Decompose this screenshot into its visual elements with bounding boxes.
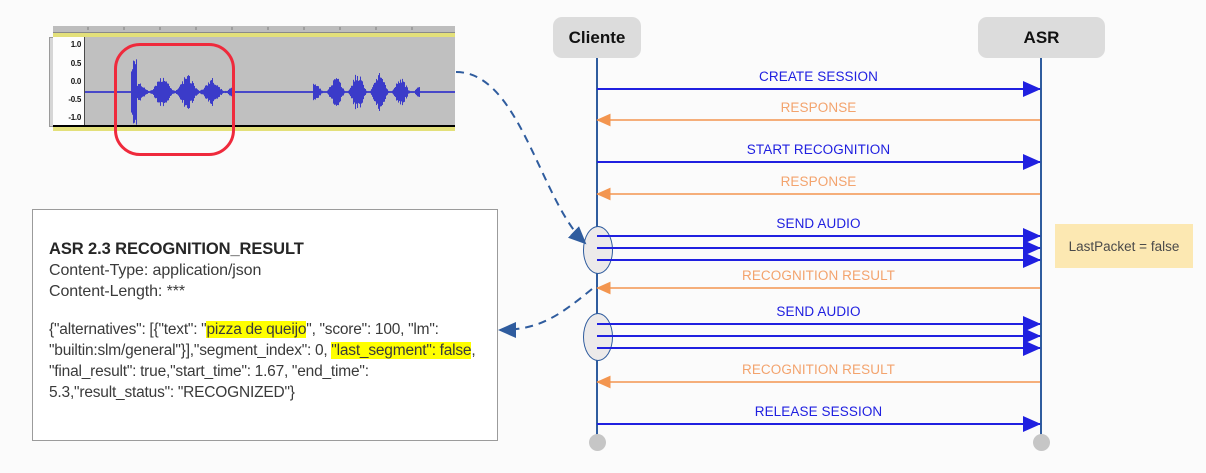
- message-label: RELEASE SESSION: [754, 404, 883, 419]
- y-tick-3: 0.0: [70, 77, 82, 86]
- waveform-timeline-ruler[interactable]: [53, 26, 455, 33]
- json-text-2: ", "score": 100, "lm": "builtin:slm/gene…: [49, 321, 439, 360]
- message-label: RECOGNITION RESULT: [741, 268, 896, 283]
- y-tick-2: 0.5: [70, 59, 82, 68]
- note-content-length: Content-Length: ***: [49, 283, 185, 301]
- message-label: START RECOGNITION: [746, 142, 891, 157]
- lifeline-asr: [1040, 58, 1042, 438]
- message-label: SEND AUDIO: [776, 304, 861, 319]
- json-highlight-1: pizza de queijo: [206, 321, 307, 339]
- recognition-result-note: ASR 2.3 RECOGNITION_RESULT Content-Type:…: [32, 209, 498, 441]
- y-tick-4: -0.5: [68, 95, 81, 104]
- lifeline-end-cliente: [589, 434, 606, 451]
- json-highlight-3: "last_segment": false: [331, 342, 472, 360]
- waveform-top-band: [53, 33, 455, 37]
- actor-cliente[interactable]: Cliente: [553, 17, 641, 58]
- waveform-selection-region[interactable]: [114, 43, 235, 156]
- message-label: SEND AUDIO: [776, 216, 861, 231]
- audio-stream-marker-1: [583, 226, 613, 274]
- y-tick-1: 1.0: [70, 40, 82, 49]
- ruler-ticks-icon: [87, 27, 413, 30]
- audio-waveform-panel[interactable]: 1.0 0.5 0.0 -0.5 -1.0: [49, 26, 455, 156]
- audio-stream-marker-2: [583, 313, 613, 361]
- message-label: CREATE SESSION: [759, 69, 878, 84]
- note-content-type: Content-Type: application/json: [49, 262, 262, 279]
- waveform-trace: [84, 59, 455, 125]
- waveform-y-axis: 1.0 0.5 0.0 -0.5 -1.0: [53, 37, 85, 125]
- note-lastpacket: LastPacket = false: [1055, 224, 1193, 268]
- note-title: ASR 2.3 RECOGNITION_RESULT: [49, 240, 304, 258]
- message-label: RESPONSE: [780, 174, 857, 189]
- actor-asr[interactable]: ASR: [978, 17, 1105, 58]
- json-text-4: , "final_result": true,"start_time": 1.6…: [49, 342, 476, 402]
- message-label: RECOGNITION RESULT: [741, 362, 896, 377]
- json-text-0: {"alternatives": [{"text": ": [49, 321, 207, 339]
- message-label: RESPONSE: [780, 100, 857, 115]
- waveform-bottom-band: [53, 127, 455, 131]
- lifeline-end-asr: [1033, 434, 1050, 451]
- note-json-payload: {"alternatives": [{"text": "pizza de que…: [49, 319, 483, 403]
- y-tick-5: -1.0: [68, 113, 81, 122]
